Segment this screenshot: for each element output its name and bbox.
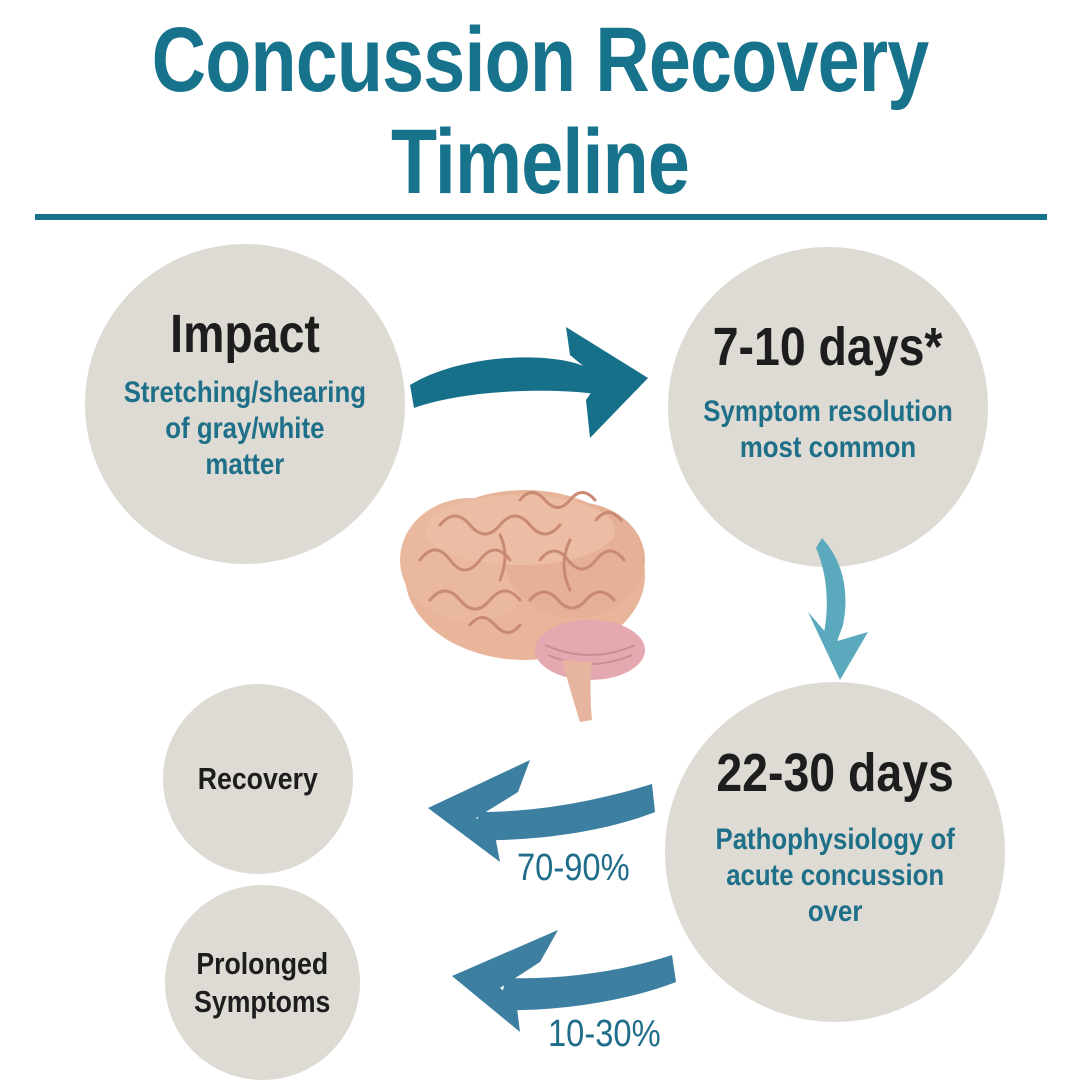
prolonged-percent: 10-30% [548, 1013, 661, 1055]
impact-circle: Impact Stretching/shearing of gray/white… [85, 244, 405, 564]
impact-description-line: of gray/white [165, 412, 325, 445]
stage-22-30-description-line: over [807, 895, 863, 928]
stage-22-30-description: Pathophysiology of acute concussion over [715, 822, 954, 930]
title-line-2: Timeline [390, 111, 690, 213]
prolonged-label: Prolonged Symptoms [194, 945, 330, 1021]
impact-heading: Impact [170, 304, 320, 364]
recovery-percent: 70-90% [517, 847, 630, 889]
stage-22-30-description-line: Pathophysiology of [715, 823, 955, 856]
recovery-label: Recovery [197, 761, 319, 796]
title-divider [35, 214, 1047, 220]
recovery-circle: Recovery [163, 684, 353, 874]
curved-arrow-right-icon [410, 327, 648, 438]
stage-22-30-heading: 22-30 days [716, 743, 954, 803]
brain-illustration-icon [400, 490, 645, 722]
prolonged-label-line: Symptoms [194, 983, 331, 1019]
stage-7-10-heading: 7-10 days* [713, 317, 943, 377]
title-line-1: Concussion Recovery [151, 9, 930, 111]
stage-7-10-description: Symptom resolution most common [703, 394, 952, 466]
stage-7-10-description-line: most common [739, 431, 917, 464]
stage-22-30-description-line: acute concussion [726, 859, 944, 892]
stage-7-10-description-line: Symptom resolution [703, 395, 953, 428]
prolonged-circle: Prolonged Symptoms [165, 885, 360, 1080]
prolonged-label-line: Prolonged [196, 945, 329, 981]
impact-description-line: Stretching/shearing [123, 376, 367, 409]
stage-22-30-circle: 22-30 days Pathophysiology of acute conc… [665, 682, 1005, 1022]
stage-7-10-circle: 7-10 days* Symptom resolution most commo… [668, 247, 988, 567]
impact-description: Stretching/shearing of gray/white matter [124, 375, 366, 483]
impact-description-line: matter [205, 448, 285, 481]
